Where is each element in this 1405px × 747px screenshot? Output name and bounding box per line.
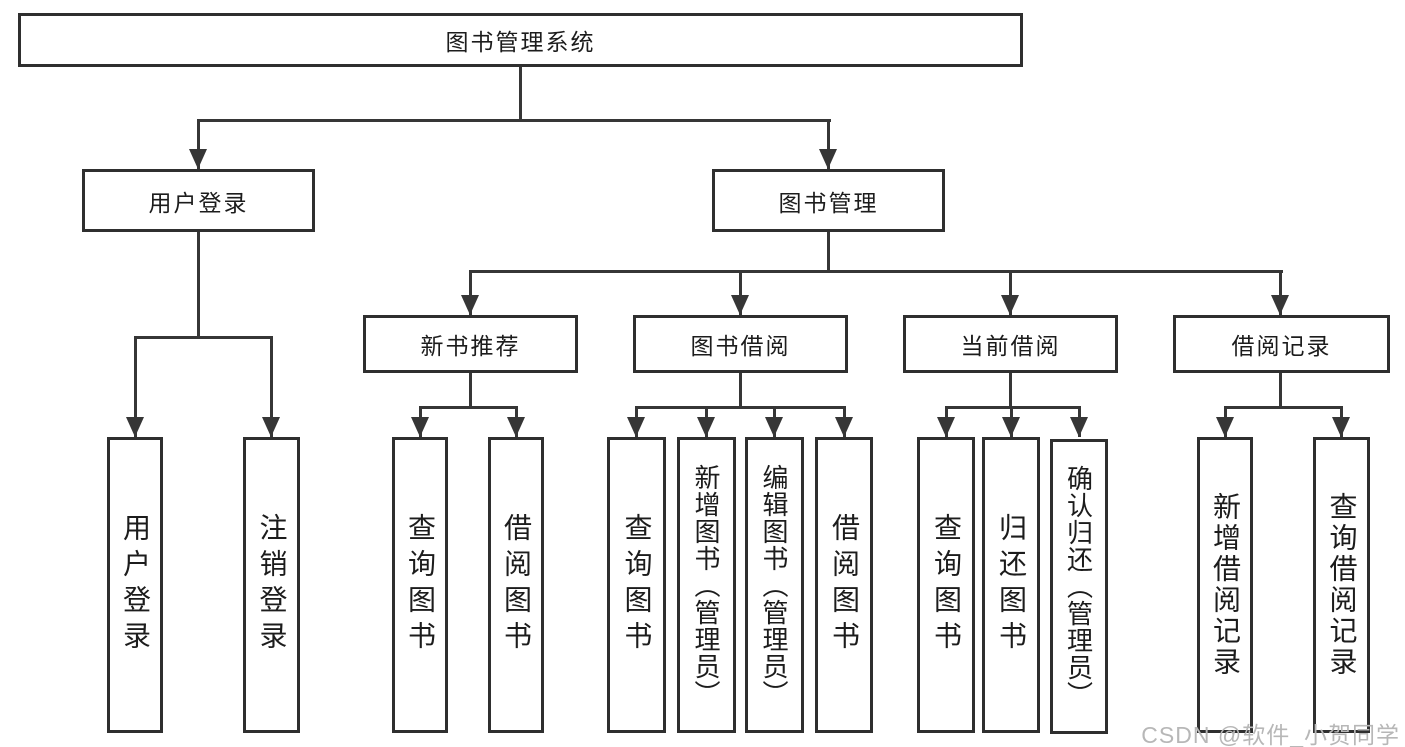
leaf-query-books-recommend: 查询图书 (392, 437, 448, 733)
edge-rail (134, 336, 273, 339)
edge-arrowhead (507, 417, 525, 437)
edge-rail (197, 119, 831, 122)
edge-stem (469, 270, 472, 315)
edge-arrowhead (731, 295, 749, 315)
node-user-login: 用户登录 (82, 169, 315, 232)
leaf-query-borrow-record: 查询借阅记录 (1313, 437, 1370, 733)
edge-arrowhead (1216, 417, 1234, 437)
edge-rail (419, 406, 518, 409)
node-current-borrowing: 当前借阅 (903, 315, 1118, 373)
leaf-add-borrow-record: 新增借阅记录 (1197, 437, 1253, 733)
edge-stem (827, 119, 830, 169)
edge-arrowhead (411, 417, 429, 437)
edge-rail (945, 406, 1081, 409)
edge-stem (1009, 270, 1012, 315)
edge-stem (1279, 270, 1282, 315)
leaf-borrow-books-recommend: 借阅图书 (488, 437, 544, 733)
edge-arrowhead (819, 149, 837, 169)
leaf-confirm-return-admin: 确认归还（管理员） (1050, 439, 1108, 734)
leaf-add-book-admin: 新增图书（管理员） (677, 437, 736, 733)
edge-trunk (469, 373, 472, 409)
edge-arrowhead (1332, 417, 1350, 437)
leaf-edit-book-admin: 编辑图书（管理员） (745, 437, 804, 733)
edge-stem (197, 119, 200, 169)
node-new-book-recommendation: 新书推荐 (363, 315, 578, 373)
edge-arrowhead (627, 417, 645, 437)
edge-stem (134, 336, 137, 437)
leaf-query-books-borrowing: 查询图书 (607, 437, 666, 733)
edge-trunk (197, 232, 200, 339)
edge-rail (469, 270, 1283, 273)
node-root: 图书管理系统 (18, 13, 1023, 67)
edge-arrowhead (126, 417, 144, 437)
edge-stem (739, 270, 742, 315)
edge-arrowhead (765, 417, 783, 437)
edge-trunk (827, 232, 830, 273)
edge-trunk (519, 67, 522, 121)
edge-stem (270, 336, 273, 437)
watermark: CSDN @软件_小贺同学 (1141, 722, 1400, 747)
node-book-borrowing: 图书借阅 (633, 315, 848, 373)
edge-arrowhead (262, 417, 280, 437)
edge-trunk (1009, 373, 1012, 409)
edge-arrowhead (189, 149, 207, 169)
edge-arrowhead (1070, 417, 1088, 437)
edge-arrowhead (1002, 417, 1020, 437)
node-borrowing-records: 借阅记录 (1173, 315, 1390, 373)
edge-trunk (1279, 373, 1282, 409)
edge-arrowhead (937, 417, 955, 437)
edge-arrowhead (835, 417, 853, 437)
leaf-return-books: 归还图书 (982, 437, 1040, 733)
edge-rail (635, 406, 846, 409)
leaf-query-books-current: 查询图书 (917, 437, 975, 733)
edge-arrowhead (1271, 295, 1289, 315)
edge-arrowhead (461, 295, 479, 315)
edge-rail (1224, 406, 1343, 409)
edge-arrowhead (1001, 295, 1019, 315)
edge-arrowhead (697, 417, 715, 437)
edge-trunk (739, 373, 742, 409)
leaf-borrow-books-borrowing: 借阅图书 (815, 437, 873, 733)
node-book-management: 图书管理 (712, 169, 945, 232)
leaf-user-login: 用户登录 (107, 437, 163, 733)
leaf-logout: 注销登录 (243, 437, 300, 733)
